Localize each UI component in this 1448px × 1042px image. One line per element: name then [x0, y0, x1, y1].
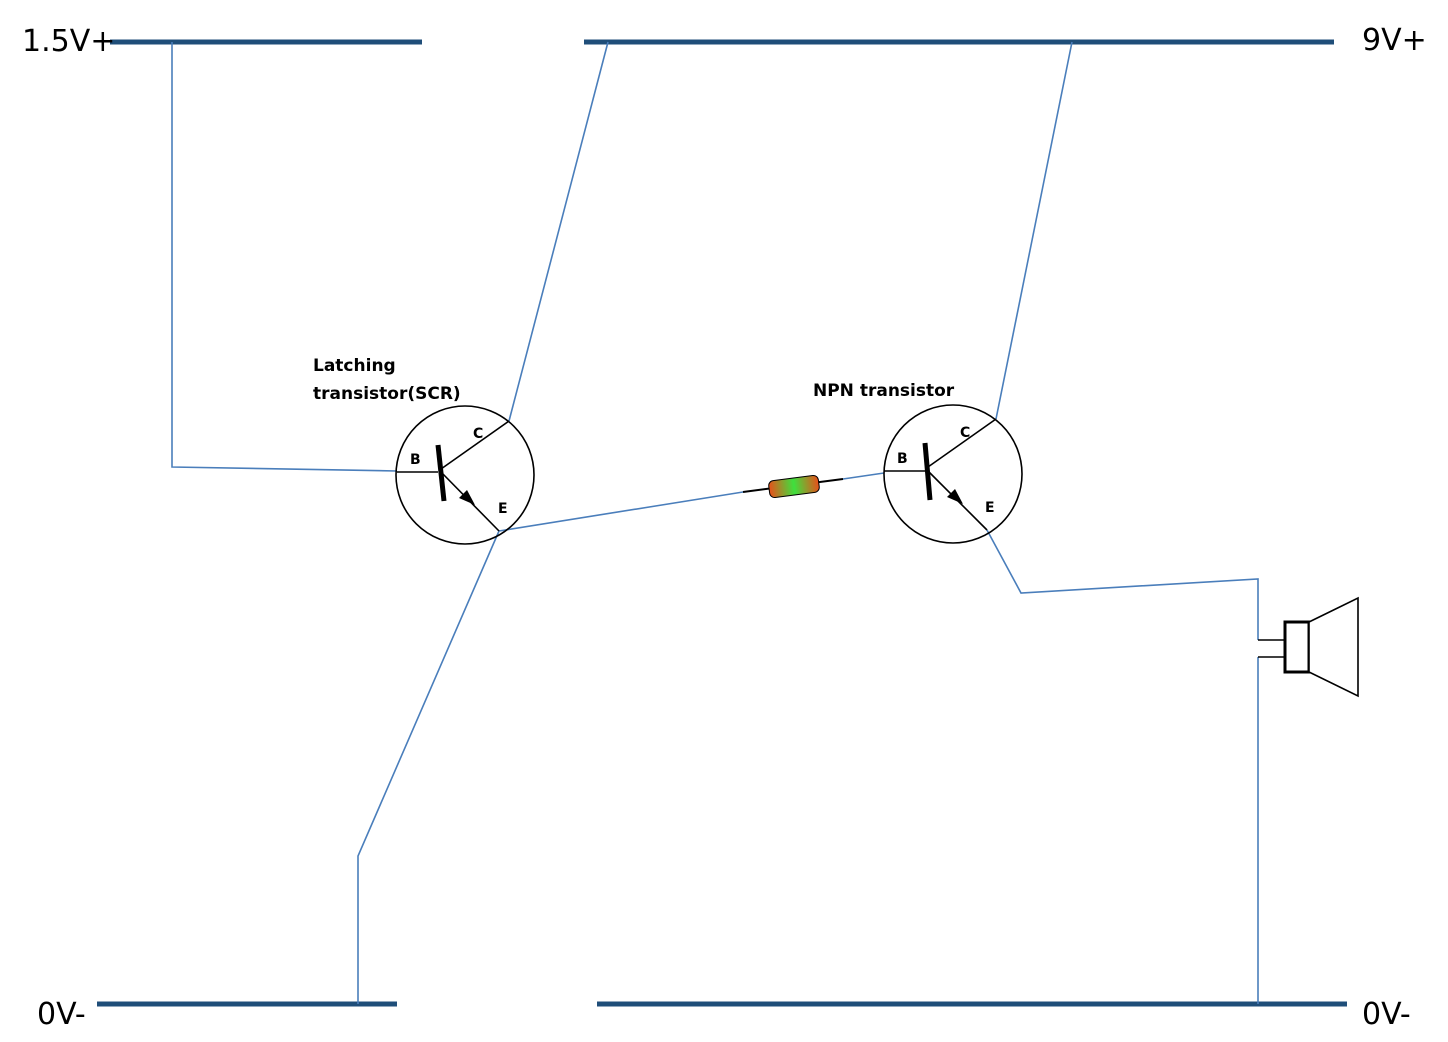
- npn-pin-emitter-label: E: [985, 500, 995, 516]
- npn-collector-lead: [927, 418, 997, 468]
- scr-collector-lead: [440, 420, 510, 470]
- rail-label-0v-right: 0V-: [1362, 997, 1411, 1032]
- rail-label-0v-left: 0V-: [37, 997, 86, 1032]
- npn-label: NPN transistor: [813, 381, 955, 401]
- scr-pin-collector-label: C: [473, 426, 483, 442]
- wire-scr-emitter-to-0v: [357, 530, 500, 1004]
- scr-emitter-arrow-icon: [459, 490, 475, 505]
- rail-label-1-5v-positive: 1.5V+: [22, 24, 115, 59]
- wire-scr-emitter-to-resistor: [498, 491, 744, 532]
- wire-1-5v-to-scr-base: [171, 42, 398, 472]
- npn-emitter-arrow-icon: [947, 489, 963, 504]
- scr-transistor: [395, 405, 535, 545]
- scr-pin-emitter-label: E: [498, 501, 508, 517]
- npn-pin-base-label: B: [897, 451, 908, 467]
- wire-9v-to-scr-collector: [508, 41, 609, 422]
- npn-transistor-body: [883, 404, 1023, 544]
- rail-label-9v-positive: 9V+: [1362, 23, 1427, 58]
- speaker-magnet: [1283, 620, 1311, 674]
- scr-label-line2: transistor(SCR): [313, 384, 461, 404]
- scr-transistor-body: [395, 405, 535, 545]
- npn-transistor: [883, 404, 1023, 544]
- wire-npn-emitter-to-speaker: [986, 529, 1259, 640]
- scr-label-line1: Latching: [313, 356, 396, 376]
- speaker-icon: [1258, 596, 1359, 698]
- scr-pin-base-label: B: [410, 452, 421, 468]
- wire-resistor-to-npn-base: [842, 472, 885, 480]
- speaker-cone: [1308, 596, 1359, 698]
- wire-9v-to-npn-collector: [995, 41, 1073, 420]
- resistor: [742, 474, 844, 499]
- npn-pin-collector-label: C: [960, 425, 970, 441]
- resistor-body: [768, 474, 820, 499]
